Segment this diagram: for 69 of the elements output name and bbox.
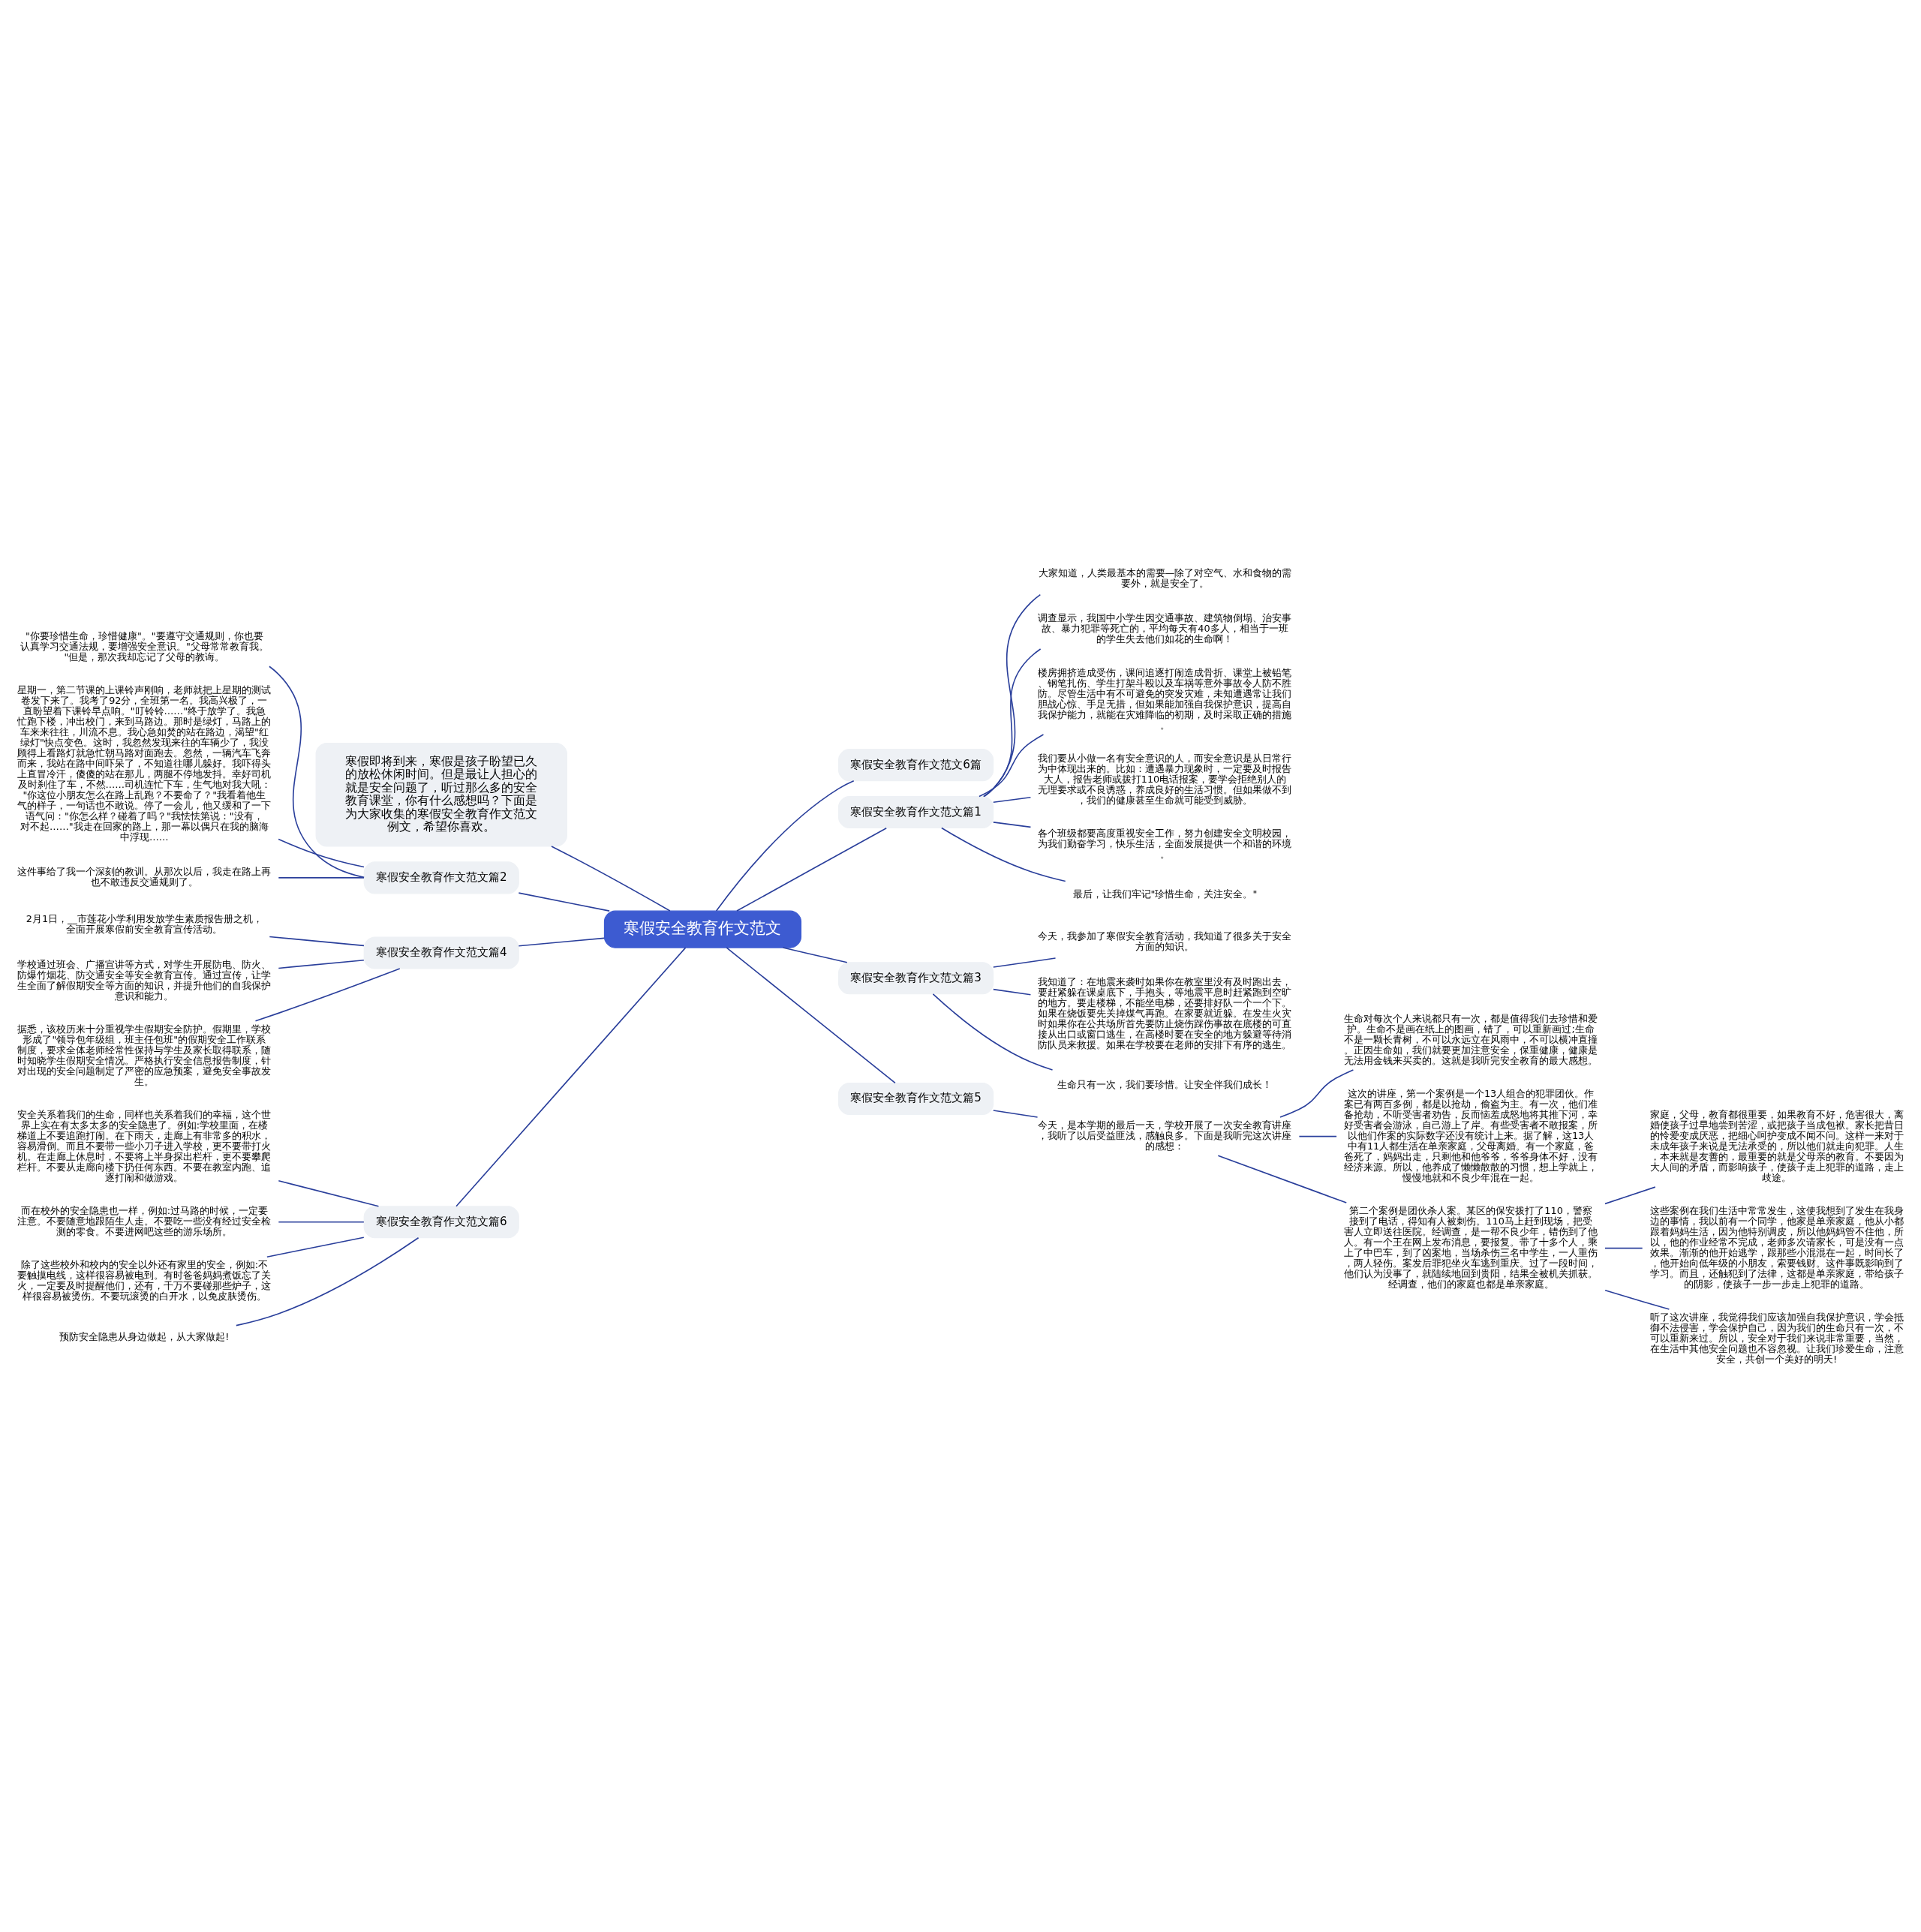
node-text: 生命只有一次，我们要珍惜。让安全伴我们成长！ [1057,1079,1273,1091]
connector [992,822,1032,828]
connector [551,846,671,912]
connector [782,947,848,963]
connector [715,780,855,912]
node-box: 寒假安全教育作文范文篇5 [837,1082,994,1116]
node-box: 寒假安全教育作文范文篇1 [837,796,994,829]
connector [992,988,1032,996]
node-text: 听了这次讲座，我觉得我们应该加强自我保护意识，学会抵御不法侵害，学会保护自己，因为我们的生命只有一次，不可以重新来过。所以，安全对于我们来说非常重要，当然，在生活中其他安全问题也不容忽视。让我们珍爱生命，注意安全，共创一个美好的明天! [1649,1312,1904,1365]
node-text: 今天，我参加了寒假安全教育活动，我知道了很多关于安全方面的知识。 [1038,930,1292,953]
node-text: 这些案例在我们生活中常常发生，这使我想到了发生在我身边的事情，我以前有一个同学，他家是单亲家庭，他从小都跟着妈妈生活，因为他特别调皮，所以他妈妈管不住他，所以，他的作业经常不完成，老师多次请家长，可是没有一点效果。渐渐的他开始逃学，跟那些小混混在一起，时间长了，他开始向低年级的小朋友，索要钱财。这件事既影响到了学习。而且，还触犯到了法律，这都是单亲家庭，带给孩子的阴影，使孩子一步一步走上犯罪的道路。 [1649,1204,1904,1290]
connector [1604,1289,1670,1310]
connector [266,1236,365,1258]
connector [518,892,610,912]
connector [982,648,1042,798]
node-box: 寒假安全教育作文范文篇2 [363,861,519,894]
node-text: 我知道了：在地震来袭时如果你在教室里没有及时跑出去，要赶紧躲在课桌底下，手抱头，等地震平息时赶紧跑到空旷的地方。要走楼梯，不能坐电梯，还要排好队一个一个下。如果在烧饭要先关掉煤气再跑。在家要就近躲。在发生火灾时如果你在公共场所首先要防止烧伤踩伤事故在底楼的可直接从出口或窗口逃生，在高楼时要在安全的地方躲避等待消防队员来救援。如果在学校要在老师的安排下有序的逃生。 [1038,975,1292,1050]
connector [992,957,1057,968]
connector [236,1236,419,1327]
node-text: 星期一，第二节课的上课铃声刚响，老师就把上星期的测试卷发下来了。我考了92分，全班第一名。我高兴极了，一直盼望着下课铃早点响。"叮铃铃……"终于放学了。我急忙跑下楼，冲出校门，来到马路边。那时是绿灯，马路上的车来来往往，川流不息。我心急如焚的站在路边，渴望"红绿灯"快点变色。这时，我忽然发现来往的车辆少了，我没顾得上看路灯就急忙朝马路对面跑去。忽然，一辆汽车飞奔而来，我站在路中间吓呆了，不知道往哪儿躲好。我吓得头上直冒冷汗，傻傻的站在那儿，两腿不停地发抖。幸好司机及时刹住了车，不然……司机连忙下车，生气地对我大吼："你这位小朋友怎么在路上乱跑？不要命了？"我看着他生气的样子，一句话也不敢说。停了一会儿，他又缓和了一下语气问："你怎么样？碰着了吗？"我怯怯第说："没有，对不起……"我走在回家的路上，那一幕以偶只在我的脑海中浮现…… [17,684,272,843]
connector [992,1110,1039,1118]
connector [269,936,365,947]
node-text: 调查显示，我国中小学生因交通事故、建筑物倒塌、治安事故、暴力犯罪等死亡的，平均每天有40多人，相当于一班的学生失去他们如花的生命啊！ [1038,612,1292,645]
node-text: 而在校外的安全隐患也一样，例如:过马路的时候，一定要注意。不要随意地跟陌生人走。不要吃一些没有经过安全检测的零食。不要进网吧这些的游乐场所。 [17,1204,272,1237]
node-box: 寒假安全教育作文范文篇3 [837,962,994,995]
node-text: 2月1日，__市莲花小学利用发放学生素质报告册之机，全面开展寒假前安全教育宣传活动。 [26,913,263,936]
connector [932,993,1054,1071]
node-box: 寒假安全教育作文范文篇4 [363,936,519,969]
node-text: 除了这些校外和校内的安全以外还有家里的安全，例如:不要触摸电线，这样很容易被电到。有时爸爸妈妈煮饭忘了关火，一定要及时提醒他们，还有，千万不要碰那些炉子，这样很容易被烫伤。不要玩滚烫的白开水，以免皮肤烫伤。 [17,1259,272,1303]
node-text: 预防安全隐患从身边做起，从大家做起! [59,1330,230,1342]
connector [1604,1247,1643,1249]
connector [278,1180,380,1207]
connector [984,593,1042,798]
node-text: 据悉，该校历来十分重视学生假期安全防护。假期里，学校形成了"领导包年级组，班主任包班"的假期安全工作联系制度，要求全体老师经常性保持与学生及家长取得联系，随时知晓学生假期安全情况。严格执行安全信息报告制度，针对出现的安全问题制定了严密的应急预案，避免安全事故发生。 [17,1023,272,1087]
node-text: 各个班级都要高度重视安全工作，努力创建安全文明校园，为我们勤奋学习，快乐生活，全面发展提供一个和谐的环境。 [1038,827,1292,860]
node-text: 今天，是本学期的最后一天，学校开展了一次安全教育讲座，我听了以后受益匪浅，感触良多。下面是我听完这次讲座的感想： [1038,1119,1292,1152]
node-box: 寒假安全教育作文范文 [603,910,802,948]
connector [278,838,365,868]
connector [1604,1186,1656,1205]
connector [1217,1155,1348,1203]
node-text: 楼房拥挤造成受伤，课间追逐打闹造成骨折、课堂上被铅笔、钢笔扎伤、学生打架斗殴以及车祸等意外事故令人防不胜防。尽管生活中有不可避免的突发灾难，未知遭遇常让我们胆战心惊、手足无措，但如果能加强自我保护意识，提高自我保护能力，就能在灾难降临的初期，及时采取正确的措施。 [1038,666,1292,731]
node-box: 寒假安全教育作文范文篇6 [363,1206,519,1239]
node-text: 生命对每次个人来说都只有一次，都是值得我们去珍惜和爱护。生命不是画在纸上的图画，错了，可以重新画过;生命不是一颗长青树，不可以永远立在风雨中，不可以横冲直撞。正因生命如，我们就要更加注意安全，保重健康，健康是无法用金钱来买卖的。这就是我听完安全教育的最大感想。 [1344,1012,1598,1066]
node-box: 寒假安全教育作文范文6篇 [837,749,994,782]
connector [278,1221,365,1223]
node-box: 寒假即将到来，寒假是孩子盼望已久的放松休闲时间。但是最让人担心的就是安全问题了，听过那么多的安全教育课堂，你有什么感想吗？下面是为大家收集的寒假安全教育作文范文例文，希望你喜欢。 [315,742,567,847]
connector [979,734,1045,798]
node-text: 这次的讲座，第一个案例是一个13人组合的犯罪团伙。作案已有两百多例，都是以抢劫，偷盗为主。有一次，他们准备抢劫，不听受害者劝告，反而恼羞成怒地将其推下河，幸好受害者会游泳，自己游上了岸。有些受害者不敢报案，所以他们作案的实际数字还没有统计上来。据了解，这13人中有11人都生活在单亲家庭，父母离婚。有一个家庭，爸爸死了，妈妈出走，只剩他和他爷爷，爷爷身体不好，没有经济来源。所以，他养成了懒懒散散的习惯，想上学就上，慢慢地就和不良少年混在一起。 [1344,1087,1598,1183]
node-text: 这件事给了我一个深刻的教训。从那次以后，我走在路上再也不敢违反交通规则了。 [17,866,272,888]
connector [254,968,401,1022]
connector [278,877,365,879]
connector [518,937,606,947]
connector [1279,1069,1354,1118]
connector [726,947,896,1084]
connector [941,827,1066,882]
node-text: 安全关系着我们的生命，同样也关系着我们的幸福，这个世界上实在有太多太多的安全隐患了。例如:学校里面，在楼梯道上不要追跑打闹。在下雨天，走廊上有非常多的积水，容易滑倒。而且不要带一些小刀子进入学校，更不要带打火机。在走廊上休息时，不要将上半身探出栏杆，更不要攀爬栏杆。不要从走廊向楼下扔任何东西。不要在教室内跑、追逐打闹和做游戏。 [17,1108,272,1183]
connector [455,947,687,1207]
node-text: 最后，让我们牢记"珍惜生命，关注安全。" [1072,888,1258,900]
node-text: 我们要从小做一名有安全意识的人，而安全意识是从日常行为中体现出来的。比如：遭遇暴力现象时，一定要及时报告大人，报告老师或拨打110电话报案，要学会拒绝别人的无理要求或不良诱惑，养成良好的生活习惯。但如果做不到，我们的健康甚至生命就可能受到威胁。 [1038,752,1292,806]
connector [269,666,365,879]
node-text: 家庭，父母，教育都很重要，如果教育不好，危害很大，离婚使孩子过早地尝到苦涩，或把孩子当成包袱。家长把昔日的怜爱变成厌恶，把细心呵护变成不闻不问。这样一来对于未成年孩子来说是无法承受的，所以他们就走向犯罪。人生，本来就是友善的，最重要的就是父母亲的教育。不要因为大人间的矛盾，而影响孩子，使孩子走上犯罪的道路，走上歧途。 [1649,1108,1904,1183]
connector [278,959,365,969]
node-text: "你要珍惜生命，珍惜健康"。"要遵守交通规则，你也要认真学习交通法规，要增强安全意识。"父母常常教育我。"但是，那次我却忘记了父母的教诲。 [20,629,269,663]
node-text: 第二个案例是团伙杀人案。某区的保安拨打了110，警察接到了电话，得知有人被刺伤。110马上赶到现场，把受害人立即送往医院。经调查，是一帮不良少年，错伤到了他人。有一个王在网上发布消息，要报复。带了十多个人，乘上了中巴车，到了凶案地，当场杀伤三名中学生，一人重伤，两人轻伤。案发后罪犯坐火车逃到重庆。过了一段时间，他们认为没事了，就陆续地回到贵阳，结果全被机关抓获。经调查，他们的家庭也都是单亲家庭。 [1344,1204,1598,1290]
node-text: 学校通过班会、广播宣讲等方式，对学生开展防电、防火、防爆竹烟花、防交通安全等安全教育宣传。通过宣传，让学生全面了解假期安全等方面的知识，并提升他们的自我保护意识和能力。 [17,958,272,1002]
connector [736,827,888,912]
node-text: 大家知道，人类最基本的需要—除了对空气、水和食物的需要外，就是安全了。 [1038,566,1292,589]
connector [1298,1135,1337,1137]
connector [992,796,1032,804]
